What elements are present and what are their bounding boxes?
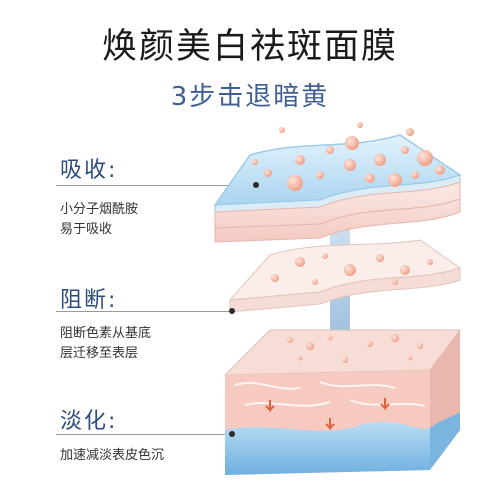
particles [252, 122, 445, 363]
pointer-dots [229, 182, 259, 437]
step-absorb-desc-2: 易于吸收 [60, 222, 113, 237]
step-fade-rule [56, 434, 231, 435]
step-fade-desc-1: 加速减淡表皮色沉 [60, 448, 165, 463]
subtitle: 3步击退暗黄 [170, 82, 330, 112]
step-absorb-desc-1: 小分子烟酰胺 [60, 202, 139, 217]
product-title: 焕颜美白祛斑面膜 [101, 27, 398, 67]
step-fade-title: 淡化: [60, 409, 118, 434]
step-absorb-title: 吸收: [60, 158, 118, 183]
step-block-desc-1: 阻断色素从基底 [60, 326, 152, 341]
step-block-desc-2: 层迁移至表层 [60, 346, 139, 361]
step-block-title: 阻断: [60, 288, 118, 313]
step-block-rule [56, 311, 231, 312]
step-absorb-rule [56, 185, 236, 186]
mask-layer [213, 134, 462, 243]
skin-block [223, 329, 461, 475]
